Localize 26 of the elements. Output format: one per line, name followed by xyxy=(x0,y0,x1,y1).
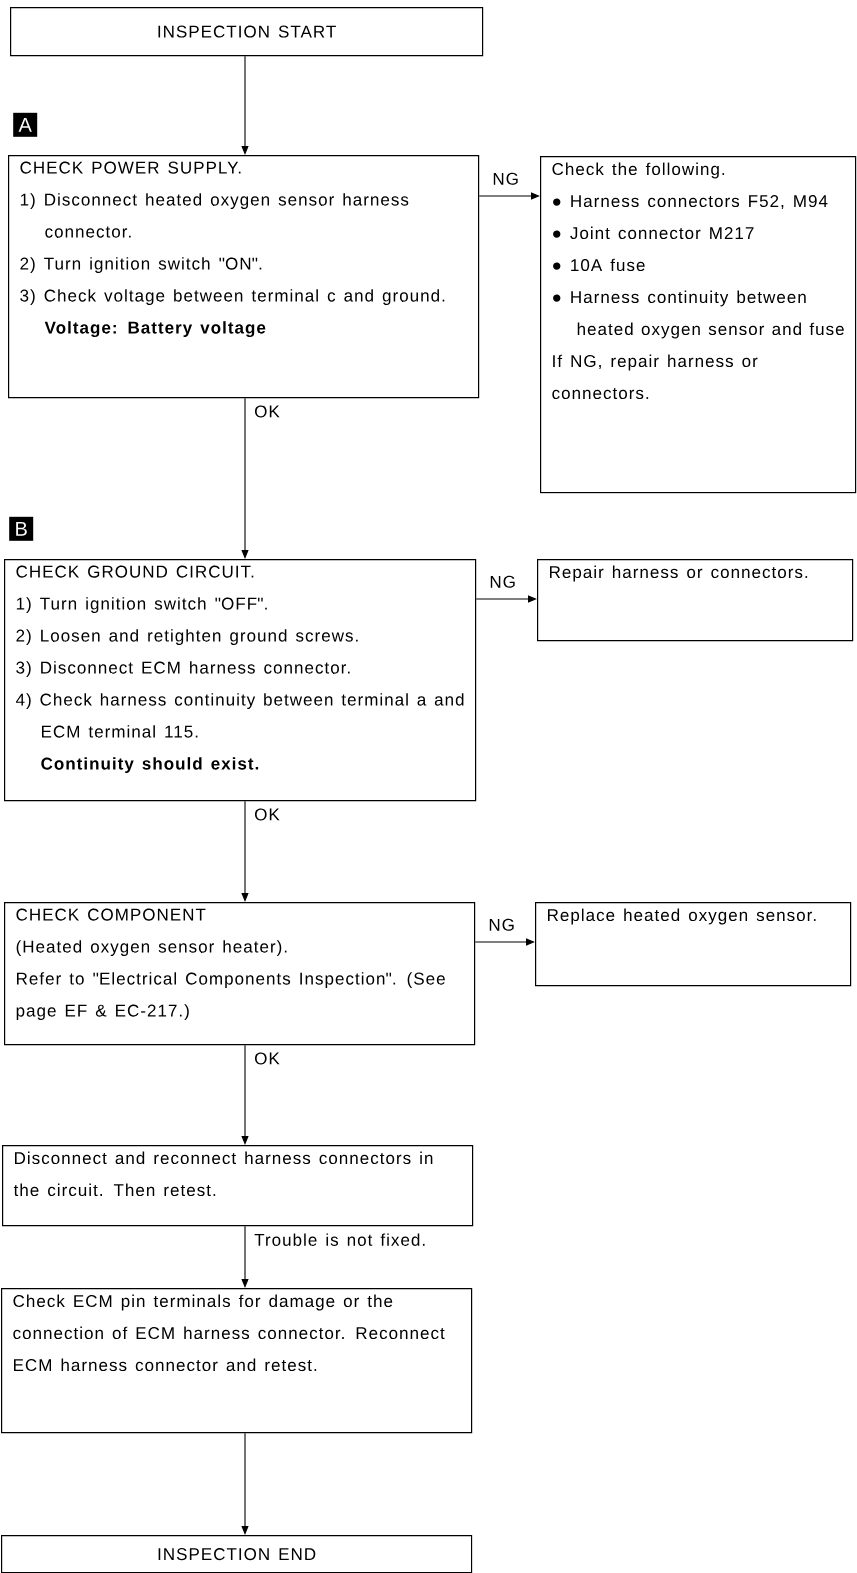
edge-label: OK xyxy=(251,1049,283,1068)
process-box: Check the following. ● Harness connectors F52, M94 ● Joint connector M217 ● 10A fuse ● Harness continuity between heated oxygen sensor and fuse If NG, repair harness or connectors. xyxy=(540,156,857,494)
edge-label: OK xyxy=(251,402,283,421)
process-box: CHECK GROUND CIRCUIT. 1) Turn ignition switch ''OFF''. 2) Loosen and retighten ground screws. 3) Disconnect ECM harness connector. 4) Check harness continuity between terminal a and ECM terminal 115. Continuity should exist. xyxy=(4,559,477,802)
edge-label: Trouble is not fixed. xyxy=(251,1230,430,1249)
process-box: Replace heated oxygen sensor. xyxy=(535,902,852,987)
arrow xyxy=(241,1044,249,1145)
process-box: Disconnect and reconnect harness connectors in the circuit. Then retest. xyxy=(2,1145,474,1227)
terminal-box: INSPECTION START xyxy=(10,7,484,57)
arrow xyxy=(241,800,249,902)
process-box: Check ECM pin terminals for damage or the connection of ECM harness connector. Reconnect ECM harness connector and retest. xyxy=(1,1288,473,1434)
terminal-box: INSPECTION END xyxy=(1,1535,473,1573)
arrow xyxy=(475,595,537,603)
process-box: CHECK POWER SUPPLY. 1) Disconnect heated oxygen sensor harness connector. 2) Turn ignition switch ''ON''. 3) Check voltage between terminal c and ground. Voltage: Battery voltage xyxy=(8,155,480,399)
arrow xyxy=(474,938,535,946)
arrow xyxy=(241,55,249,155)
arrow xyxy=(241,1225,249,1288)
edge-label: NG xyxy=(486,572,519,591)
process-box: CHECK COMPONENT (Heated oxygen sensor heater). Refer to ''Electrical Components Inspection''. (See page EF & EC-217.) xyxy=(4,902,476,1046)
arrow xyxy=(241,397,249,559)
edge-label: NG xyxy=(485,915,518,934)
edge-label: OK xyxy=(251,805,283,824)
process-box: Repair harness or connectors. xyxy=(537,559,854,642)
arrow xyxy=(241,1432,249,1535)
edge-label: NG xyxy=(489,169,522,188)
arrow xyxy=(478,192,540,200)
